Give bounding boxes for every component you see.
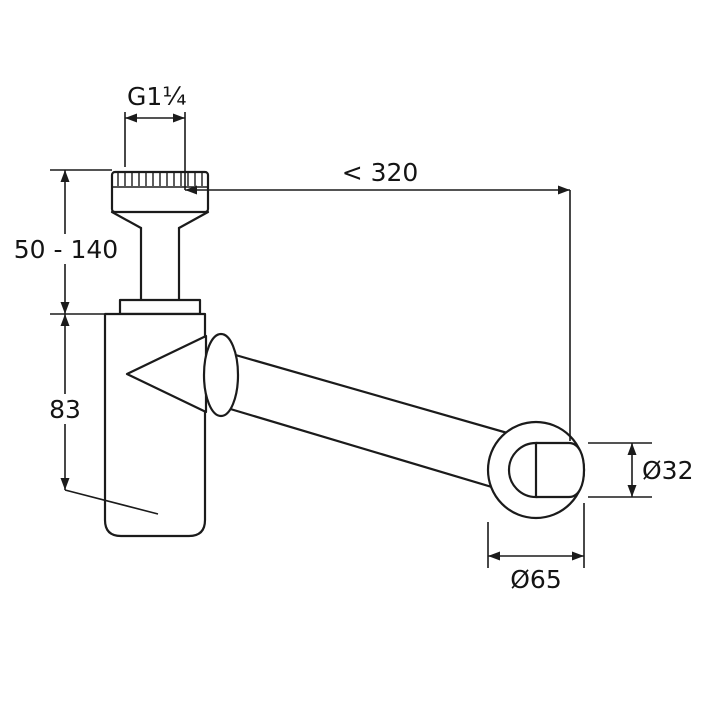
dim-left-vertical: 50 - 140 83 (14, 169, 159, 515)
max-length-label: < 320 (342, 158, 419, 187)
body-height-label: 83 (49, 395, 81, 424)
dim-left-arrow-bottom-down (60, 478, 70, 490)
inlet-nut-shoulder (110, 210, 210, 230)
dim-rosette-diameter: Ø65 (487, 503, 585, 594)
adjusting-collar (118, 298, 202, 316)
thread-knurl-ticks (117, 173, 203, 186)
dim-rosette-extension-lines (487, 503, 585, 568)
outlet-stub (534, 441, 586, 499)
dim-thread-arrow-left (125, 113, 137, 123)
dim-thread-extension-lines (124, 112, 186, 190)
dim-left-arrow-mid-down (60, 302, 70, 314)
outlet-pipe (225, 352, 520, 495)
dim-left-arrow-mid-up (60, 314, 70, 326)
dim-outlet-arrow-down (627, 485, 637, 497)
rosette-diameter-label: Ø65 (510, 565, 562, 594)
outlet-diameter-label: Ø32 (642, 456, 694, 485)
dim-left-leader-bottom (64, 489, 159, 515)
joint-nut (202, 332, 240, 418)
height-range-label: 50 - 140 (14, 235, 118, 264)
dim-length-arrow-left (185, 185, 197, 195)
inlet-nut (110, 170, 210, 230)
dim-length: < 320 (185, 158, 571, 441)
dim-rosette-arrow-right (572, 551, 584, 561)
dim-outlet-diameter: Ø32 (588, 442, 694, 498)
height-range-label-mask (14, 234, 118, 264)
dim-left-arrow-top-up (60, 170, 70, 182)
dim-outlet-arrow-up (627, 443, 637, 455)
thread-size-label: G1¼ (127, 82, 187, 111)
dim-thread: G1¼ (124, 82, 187, 190)
dim-thread-arrow-right (173, 113, 185, 123)
body-height-label-mask (46, 394, 84, 424)
dim-rosette-arrow-left (488, 551, 500, 561)
inlet-nut-body (110, 170, 210, 214)
dim-outlet-extension-lines (588, 442, 652, 498)
trap-assembly (103, 170, 586, 538)
dimensions: G1¼ < 320 50 - 140 83 (14, 82, 694, 594)
dim-length-arrow-right (558, 185, 570, 195)
tailpiece-tube (139, 226, 181, 304)
